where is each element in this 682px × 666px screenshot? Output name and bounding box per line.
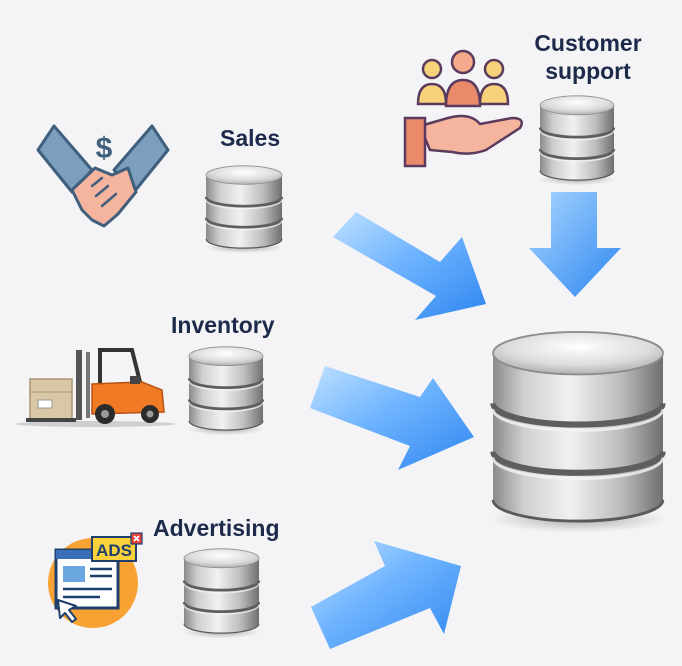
customer-support-database-icon <box>537 94 617 187</box>
arrow-support-to-db <box>529 192 621 297</box>
arrow-sales-to-db <box>333 212 486 320</box>
sales-label: Sales <box>220 125 281 151</box>
advertising-label: Advertising <box>153 515 280 541</box>
svg-text:$: $ <box>96 132 113 165</box>
forklift-icon <box>15 348 175 427</box>
customer-support-label-line1: Customer <box>534 30 642 56</box>
inventory-label: Inventory <box>171 312 275 338</box>
handshake-dollar-icon: $ <box>36 124 170 228</box>
central-database-icon <box>490 332 667 533</box>
inventory-database-icon <box>186 345 266 437</box>
sales-database-icon <box>203 164 285 255</box>
ads-badge-text: ADS <box>96 541 132 560</box>
customer-support-icon <box>403 49 523 168</box>
advertising-database-icon <box>181 547 262 640</box>
arrow-inventory-to-db <box>310 366 474 470</box>
arrow-advertising-to-db <box>311 541 461 649</box>
customer-support-label-line2: support <box>545 58 631 84</box>
customer-support-label: Customer support <box>526 29 650 85</box>
ads-browser-icon: ADS <box>48 532 143 628</box>
